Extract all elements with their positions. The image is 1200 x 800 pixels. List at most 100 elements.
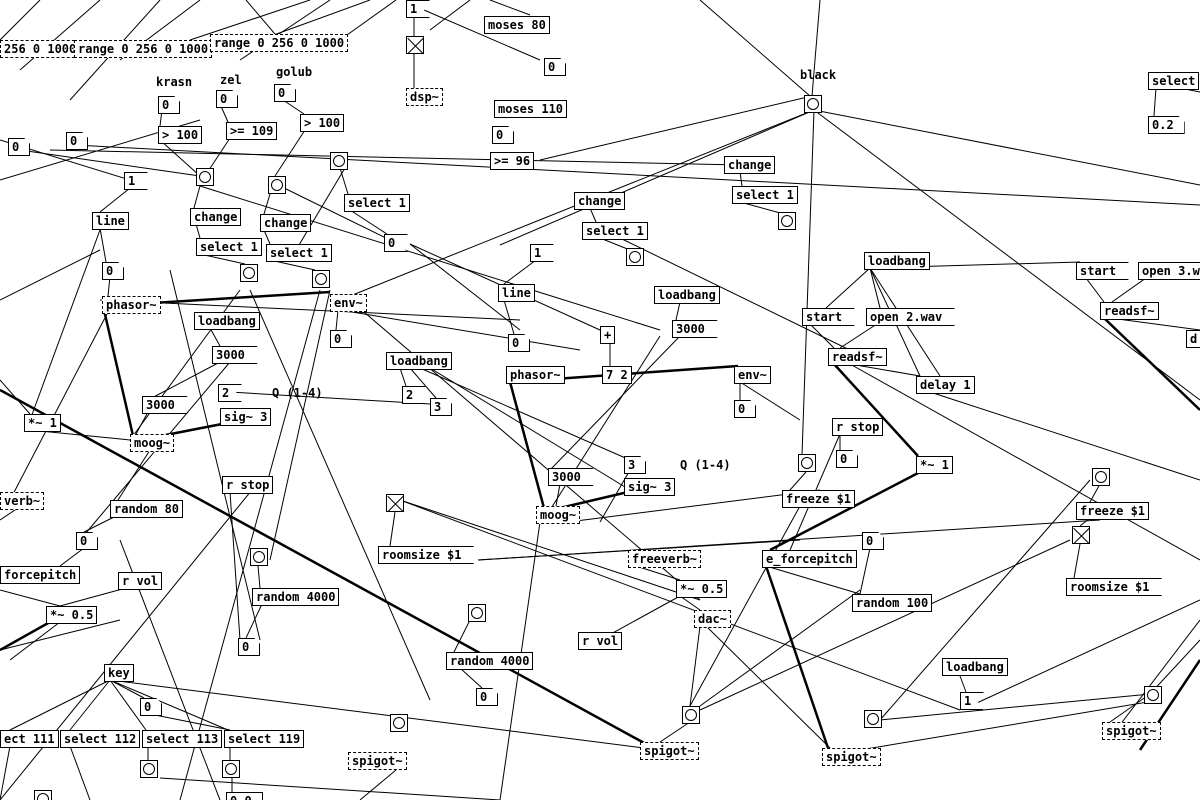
object-box[interactable]: select 113 [142, 730, 223, 748]
object-box[interactable]: readsf~ [1100, 302, 1159, 320]
object-box[interactable]: change [724, 156, 776, 174]
object-box[interactable]: > 100 [300, 114, 345, 132]
object-box[interactable]: moog~ [536, 506, 581, 524]
object-box[interactable]: freeze $1 [782, 490, 856, 508]
message-box[interactable]: 3000 [548, 468, 594, 486]
object-box[interactable]: >= 109 [226, 122, 278, 140]
object-box[interactable]: select 112 [60, 730, 141, 748]
object-box[interactable]: > 100 [158, 126, 203, 144]
object-box[interactable]: spigot~ [348, 752, 407, 770]
message-box[interactable]: roomsize $1 [1066, 578, 1162, 596]
bang-button[interactable] [1144, 686, 1162, 704]
bang-button[interactable] [222, 760, 240, 778]
object-box[interactable]: select 1 [732, 186, 798, 204]
object-box[interactable]: sig~ 3 [624, 478, 676, 496]
object-box[interactable]: change [190, 208, 242, 226]
bang-button[interactable] [804, 95, 822, 113]
bang-button[interactable] [626, 248, 644, 266]
object-box[interactable]: forcepitch [0, 566, 81, 584]
object-box[interactable]: 0 0. [226, 792, 263, 800]
number-box[interactable]: 0 [476, 688, 498, 706]
object-box[interactable]: moses 80 [484, 16, 550, 34]
number-box[interactable]: 0.2 [1148, 116, 1185, 134]
number-box[interactable]: 0 [862, 532, 884, 550]
object-box[interactable]: phasor~ [506, 366, 565, 384]
object-box[interactable]: spigot~ [1102, 722, 1161, 740]
object-box[interactable]: delay 1 [916, 376, 975, 394]
object-box[interactable]: random 4000 [446, 652, 534, 670]
message-box[interactable]: 3000 [212, 346, 258, 364]
object-box[interactable]: select 1 [344, 194, 410, 212]
object-box[interactable]: loadbang [942, 658, 1008, 676]
message-box[interactable]: 3000 [672, 320, 718, 338]
message-box[interactable]: open 3.w [1138, 262, 1200, 280]
toggle-checkbox[interactable] [1072, 526, 1090, 544]
object-box[interactable]: env~ [330, 294, 367, 312]
object-box[interactable]: range 0 256 0 1000 [210, 34, 349, 52]
number-box[interactable]: 3 [624, 456, 646, 474]
object-box[interactable]: env~ [734, 366, 771, 384]
object-box[interactable]: spigot~ [640, 742, 699, 760]
object-box[interactable]: readsf~ [828, 348, 887, 366]
object-box[interactable]: + [600, 326, 616, 344]
object-box[interactable]: dsp~ [406, 88, 443, 106]
object-box[interactable]: change [260, 214, 312, 232]
toggle-checkbox[interactable] [386, 494, 404, 512]
object-box[interactable]: *~ 0.5 [46, 606, 98, 624]
object-box[interactable]: line [92, 212, 129, 230]
message-box[interactable]: 1 [406, 0, 430, 18]
object-box[interactable]: sig~ 3 [220, 408, 272, 426]
bang-button[interactable] [250, 548, 268, 566]
object-box[interactable]: r vol [578, 632, 623, 650]
bang-button[interactable] [34, 790, 52, 800]
number-box[interactable]: 0 [66, 132, 88, 150]
object-box[interactable]: verb~ [0, 492, 45, 510]
object-box[interactable]: 7 2 [602, 366, 632, 384]
bang-button[interactable] [682, 706, 700, 724]
number-box[interactable]: 0 [508, 334, 530, 352]
object-box[interactable]: freeverb~ [628, 550, 702, 568]
object-box[interactable]: dac~ [694, 610, 731, 628]
object-box[interactable]: line [498, 284, 535, 302]
object-box[interactable]: loadbang [864, 252, 930, 270]
bang-button[interactable] [778, 212, 796, 230]
message-box[interactable]: 1 [124, 172, 148, 190]
bang-button[interactable] [312, 270, 330, 288]
number-box[interactable]: 0 [836, 450, 858, 468]
object-box[interactable]: *~ 1 [916, 456, 953, 474]
number-box[interactable]: 0 [76, 532, 98, 550]
object-box[interactable]: >= 96 [490, 152, 535, 170]
object-box[interactable]: ect 111 [0, 730, 59, 748]
object-box[interactable]: 256 0 1000 [0, 40, 81, 58]
number-box[interactable]: 0 [238, 638, 260, 656]
object-box[interactable]: *~ 0.5 [676, 580, 728, 598]
object-box[interactable]: select [1148, 72, 1200, 90]
toggle-checkbox[interactable] [406, 36, 424, 54]
bang-button[interactable] [864, 710, 882, 728]
object-box[interactable]: moses 110 [494, 100, 568, 118]
message-box[interactable]: 3000 [142, 396, 188, 414]
object-box[interactable]: *~ 1 [24, 414, 61, 432]
message-box[interactable]: start [802, 308, 855, 326]
bang-button[interactable] [1092, 468, 1110, 486]
number-box[interactable]: 0 [330, 330, 352, 348]
object-box[interactable]: freeze $1 [1076, 502, 1150, 520]
number-box[interactable]: 0 [274, 84, 296, 102]
object-box[interactable]: r vol [118, 572, 163, 590]
number-box[interactable]: 0 [544, 58, 566, 76]
bang-button[interactable] [268, 176, 286, 194]
object-box[interactable]: random 80 [110, 500, 184, 518]
object-box[interactable]: random 4000 [252, 588, 340, 606]
bang-button[interactable] [468, 604, 486, 622]
object-box[interactable]: loadbang [386, 352, 452, 370]
object-box[interactable]: e_forcepitch [762, 550, 857, 568]
message-box[interactable]: start [1076, 262, 1129, 280]
object-box[interactable]: loadbang [194, 312, 260, 330]
object-box[interactable]: moog~ [130, 434, 175, 452]
object-box[interactable]: key [104, 664, 134, 682]
bang-button[interactable] [140, 760, 158, 778]
number-box[interactable]: 0 [102, 262, 124, 280]
bang-button[interactable] [798, 454, 816, 472]
object-box[interactable]: loadbang [654, 286, 720, 304]
